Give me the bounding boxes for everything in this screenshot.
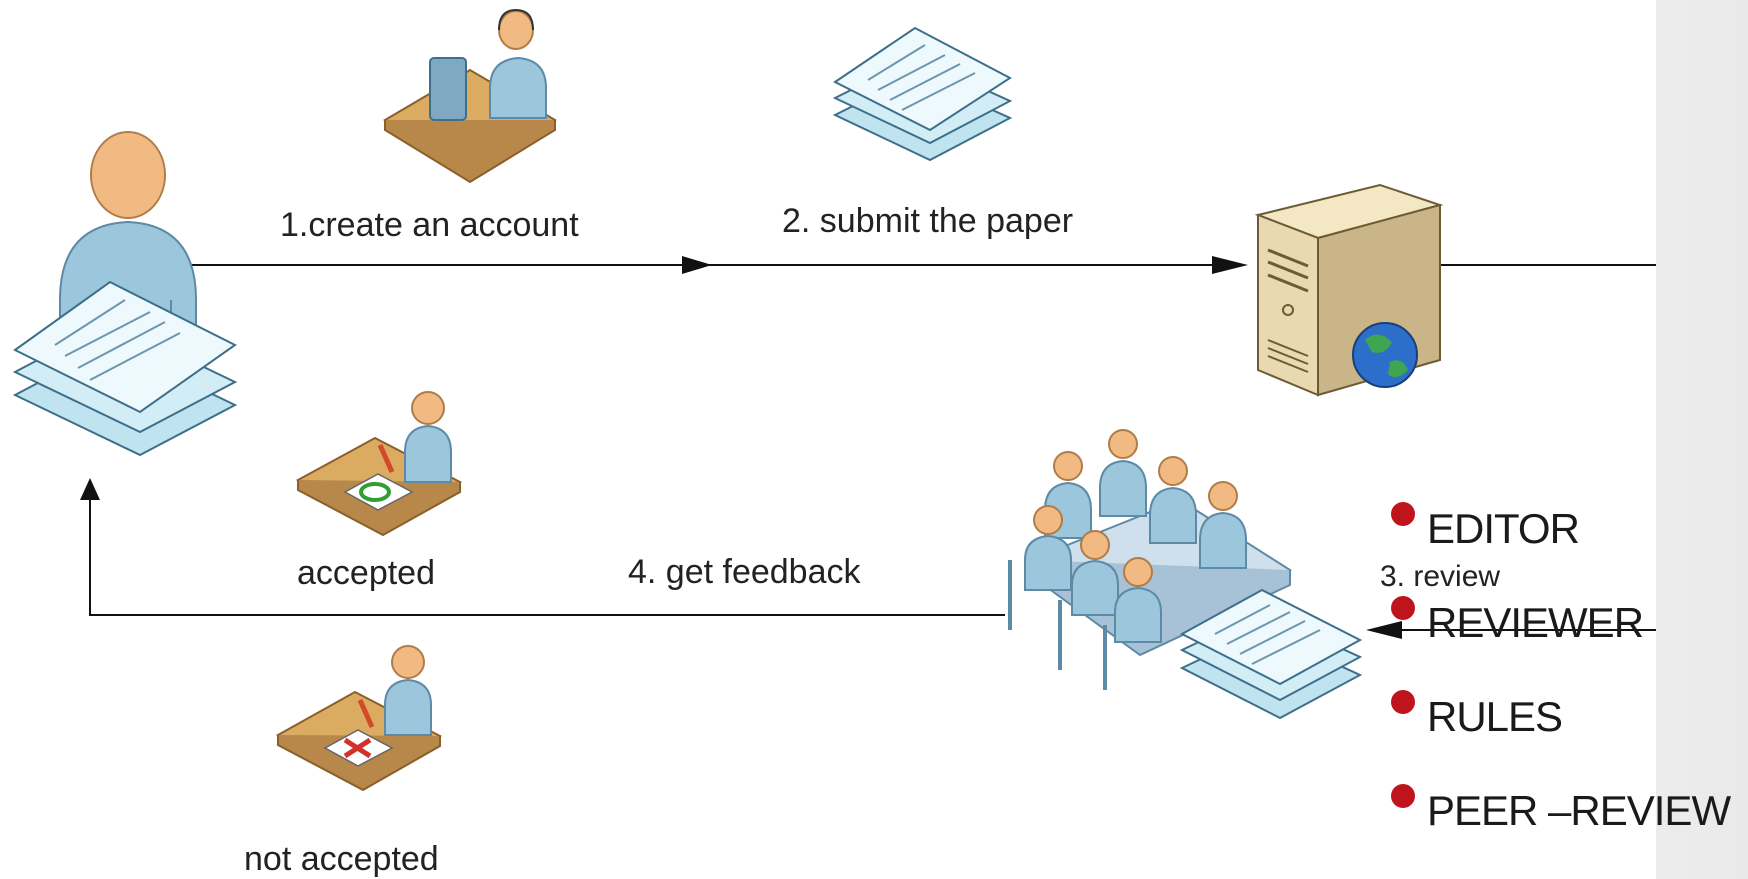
bullet-label: EDITOR: [1427, 505, 1580, 552]
arrowhead-feedback: [80, 478, 100, 500]
person-at-computer-icon: [383, 8, 557, 184]
globe-icon: [1352, 322, 1418, 388]
document-stack-icon: [832, 26, 1013, 162]
step-create-account-label: 1.create an account: [280, 206, 579, 244]
arrowhead-submit-paper: [1212, 256, 1248, 274]
outcome-accepted-label: accepted: [297, 554, 435, 592]
arrowhead-review: [1366, 621, 1402, 639]
bullet-dot-icon: [1391, 502, 1415, 526]
bullet-label: PEER –REVIEW: [1427, 787, 1731, 834]
arrowhead-create-account: [682, 256, 712, 274]
person-rejecting-icon: [275, 645, 443, 792]
web-server-icon: [1254, 183, 1444, 397]
outcome-not-accepted-label: not accepted: [244, 840, 439, 878]
diagram-panel: [0, 0, 1656, 879]
bullet-item: PEER –REVIEW: [1375, 780, 1748, 874]
bullet-dot-icon: [1391, 596, 1415, 620]
document-stack-icon: [12, 280, 238, 457]
flow-line-feedback: [89, 500, 1005, 616]
bullet-dot-icon: [1391, 690, 1415, 714]
bullet-list: EDITOR REVIEWER RULES PEER –REVIEW: [1375, 498, 1748, 874]
bullet-item: REVIEWER: [1375, 592, 1748, 686]
bullet-item: EDITOR: [1375, 498, 1748, 592]
review-committee-icon: [1008, 429, 1293, 690]
person-approving-icon: [295, 391, 463, 537]
bullet-label: REVIEWER: [1427, 599, 1644, 646]
step-submit-paper-label: 2. submit the paper: [782, 202, 1074, 240]
document-stack-icon: [1179, 588, 1363, 720]
step-review-label: 3. review: [1380, 560, 1501, 593]
bullet-item: RULES: [1375, 686, 1748, 780]
bullet-dot-icon: [1391, 784, 1415, 808]
step-get-feedback-label: 4. get feedback: [628, 553, 861, 591]
bullet-label: RULES: [1427, 693, 1563, 740]
